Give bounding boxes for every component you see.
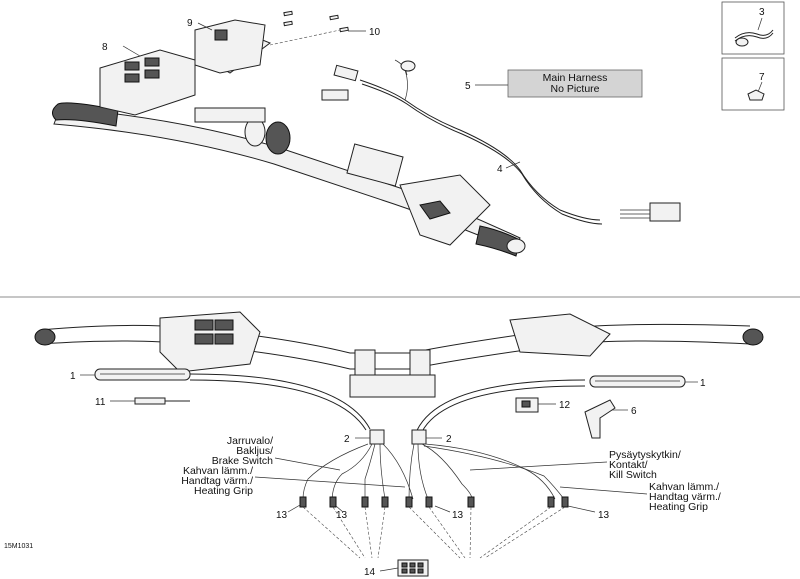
callout-1-right: 1 bbox=[700, 378, 706, 389]
svg-text:Kahvan lämm./: Kahvan lämm./ bbox=[183, 465, 253, 477]
handlebar-top bbox=[52, 102, 526, 257]
heating-grip-left bbox=[94, 368, 191, 381]
callout-11: 11 bbox=[95, 397, 106, 408]
svg-text:Bakljus/: Bakljus/ bbox=[236, 445, 273, 457]
inset-box-part-3: 3 bbox=[721, 1, 785, 55]
callout-6: 6 bbox=[631, 406, 637, 417]
handlebar-bottom bbox=[34, 311, 764, 398]
callout-14: 14 bbox=[364, 567, 376, 578]
diagram-code: 15M1031 bbox=[4, 543, 33, 550]
svg-text:Kahvan lämm./: Kahvan lämm./ bbox=[649, 481, 719, 493]
callout-1-left: 1 bbox=[70, 371, 76, 382]
main-harness-notice: Main Harness No Picture bbox=[507, 69, 643, 98]
callout-13-b: 13 bbox=[336, 510, 348, 521]
callout-10: 10 bbox=[369, 27, 381, 38]
notice-line-1: Main Harness bbox=[543, 72, 608, 84]
svg-text:Heating Grip: Heating Grip bbox=[649, 501, 708, 513]
callout-3: 3 bbox=[759, 7, 765, 18]
callout-7: 7 bbox=[759, 72, 765, 83]
brake-switch-sensor bbox=[134, 397, 190, 405]
svg-text:Kill Switch: Kill Switch bbox=[609, 469, 657, 481]
callout-5: 5 bbox=[465, 81, 471, 92]
callout-8: 8 bbox=[102, 42, 108, 53]
svg-text:Handtag värm./: Handtag värm./ bbox=[181, 475, 253, 487]
svg-text:Kontakt/: Kontakt/ bbox=[609, 459, 648, 471]
caption-kill-switch: Pysäytyskytkin/ Kontakt/ Kill Switch bbox=[469, 449, 681, 481]
callout-12: 12 bbox=[559, 400, 571, 411]
switch-housing-assembly bbox=[99, 10, 349, 116]
callout-4: 4 bbox=[497, 164, 503, 175]
callout-13-d: 13 bbox=[598, 510, 610, 521]
caption-heating-grip-right: Kahvan lämm./ Handtag värm./ Heating Gri… bbox=[559, 481, 721, 513]
cable-tie-icon bbox=[734, 29, 774, 47]
svg-text:Handtag värm./: Handtag värm./ bbox=[649, 491, 721, 503]
caption-brake-switch: Jarruvalo/ Bakljus/ Brake Switch bbox=[212, 435, 341, 471]
inset-box-part-7: 7 bbox=[721, 57, 785, 111]
svg-text:Heating Grip: Heating Grip bbox=[194, 485, 253, 497]
clip-icon bbox=[747, 89, 765, 101]
notice-line-2: No Picture bbox=[550, 83, 599, 95]
callout-9: 9 bbox=[187, 18, 193, 29]
bracket-part-6 bbox=[584, 399, 616, 439]
wiring-harness-bottom bbox=[189, 373, 586, 559]
callout-13-a: 13 bbox=[276, 510, 288, 521]
svg-text:Pysäytyskytkin/: Pysäytyskytkin/ bbox=[609, 449, 681, 461]
callout-2-left: 2 bbox=[344, 434, 350, 445]
svg-text:Jarruvalo/: Jarruvalo/ bbox=[227, 435, 273, 447]
callout-2-right: 2 bbox=[446, 434, 452, 445]
heating-grip-right bbox=[589, 375, 686, 388]
connector-part-12 bbox=[515, 397, 539, 413]
svg-text:Brake Switch: Brake Switch bbox=[212, 455, 273, 467]
callout-13-c: 13 bbox=[452, 510, 464, 521]
wiring-harness-top bbox=[321, 59, 681, 225]
caption-heating-grip-left: Kahvan lämm./ Handtag värm./ Heating Gri… bbox=[181, 465, 406, 497]
terminal-connector-part-14 bbox=[397, 559, 429, 577]
